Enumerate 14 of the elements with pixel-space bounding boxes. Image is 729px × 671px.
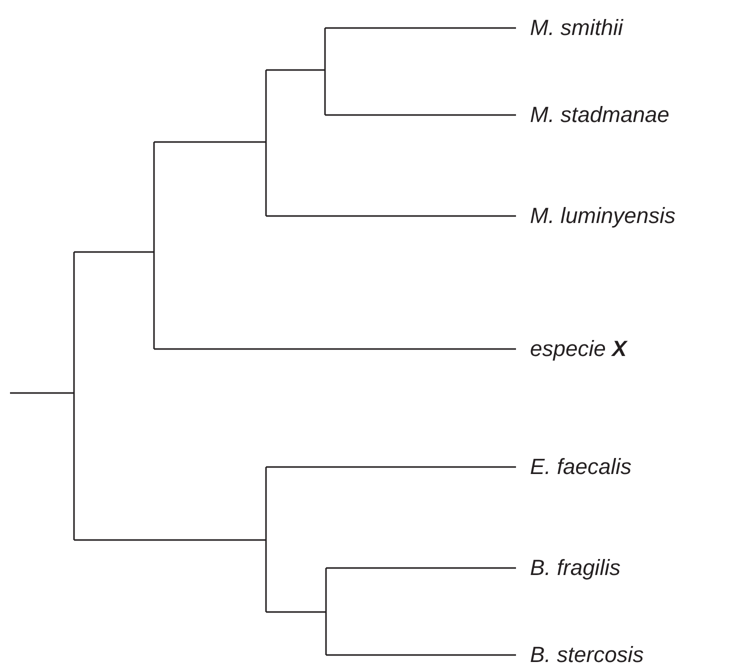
taxon-label: M. luminyensis [530,203,676,229]
taxon-label: especie X [530,336,627,362]
taxon-label: E. faecalis [530,454,632,480]
taxon-label: B. fragilis [530,555,620,581]
taxon-label: B. stercosis [530,642,644,668]
branch-line [325,114,516,116]
branch-line [154,348,516,350]
taxon-label: M. stadmanae [530,102,670,128]
branch-line [326,654,516,656]
branch-line [266,215,516,217]
taxon-label: M. smithii [530,15,623,41]
branch-line [325,27,516,29]
branch-line [266,466,516,468]
branch-line [326,567,516,569]
